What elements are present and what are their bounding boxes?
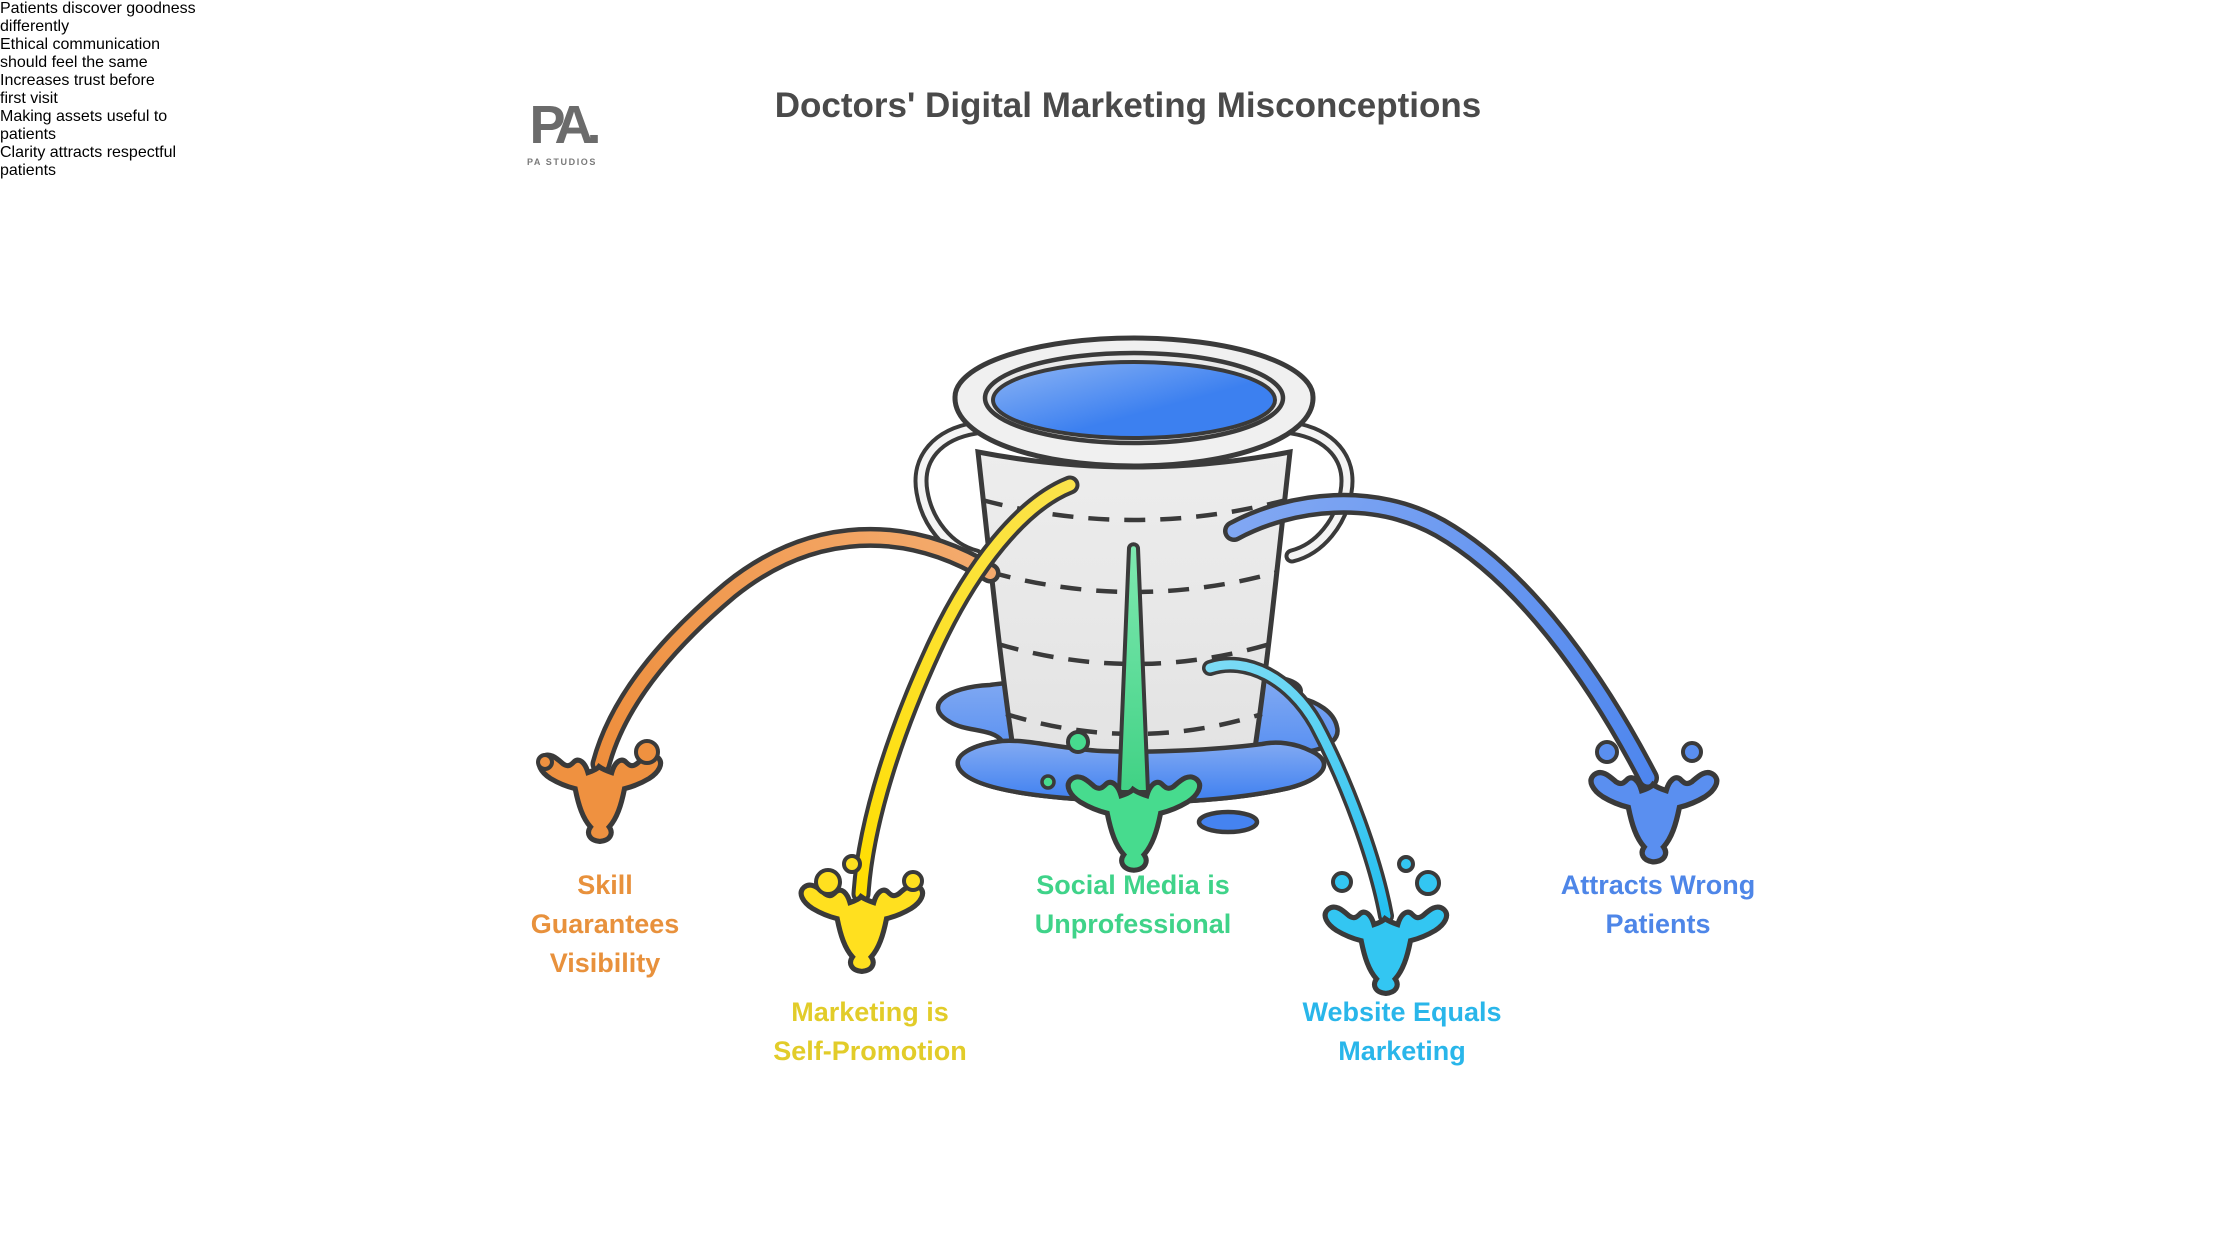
- misconception-desc-marketing: Ethical communication should feel the sa…: [0, 36, 161, 71]
- misconception-label-social-media: Social Media is Unprofessional: [1034, 870, 1232, 939]
- misconception-block-marketing: Marketing is Self-Promotion: [760, 993, 980, 1071]
- page-title: Doctors' Digital Marketing Misconception…: [774, 86, 1482, 125]
- puddle-droplet-island: [1196, 809, 1260, 835]
- leak-stream-yellow: [851, 475, 1080, 904]
- misconception-block-attracts: Attracts Wrong Patients: [1538, 866, 1778, 944]
- misconception-desc-website: Making assets useful to patients: [0, 108, 168, 143]
- leak-stream-orange: [590, 526, 1001, 775]
- misconception-desc-attracts: Clarity attracts respectful patients: [0, 144, 177, 179]
- misconception-block-skill: Skill Guarantees Visibility: [515, 866, 695, 983]
- misconception-desc-skill: Patients discover goodness differently: [0, 0, 196, 35]
- misconception-label-attracts: Attracts Wrong Patients: [1560, 870, 1756, 939]
- misconception-label-skill: Skill Guarantees Visibility: [530, 870, 680, 978]
- splash-cyan: [1325, 855, 1446, 993]
- pa-studios-logo: PA. PA STUDIOS: [527, 95, 602, 167]
- splash-blue: [1591, 740, 1717, 862]
- splash-green: [1068, 777, 1199, 870]
- misconception-label-marketing: Marketing is Self-Promotion: [773, 997, 967, 1066]
- logo-mark: PA.: [529, 95, 602, 155]
- misconception-desc-social-media: Increases trust before first visit: [0, 72, 155, 107]
- logo-subtext: PA STUDIOS: [527, 157, 598, 167]
- bucket-handle-right: [1284, 420, 1355, 564]
- misconception-label-website: Website Equals Marketing: [1302, 997, 1502, 1066]
- leak-stream-cyan: [1202, 656, 1394, 924]
- splash-yellow: [801, 854, 922, 971]
- splash-orange: [536, 739, 661, 841]
- leak-stream-blue: [1223, 492, 1659, 789]
- green-dot-on-puddle: [1040, 774, 1056, 790]
- misconception-block-social-media: Social Media is Unprofessional: [1013, 866, 1253, 944]
- bucket-water-surface: [991, 360, 1277, 440]
- misconception-block-website: Website Equals Marketing: [1282, 993, 1522, 1071]
- green-dot-on-bucket: [1066, 730, 1090, 754]
- leak-stream-green: [1116, 542, 1151, 794]
